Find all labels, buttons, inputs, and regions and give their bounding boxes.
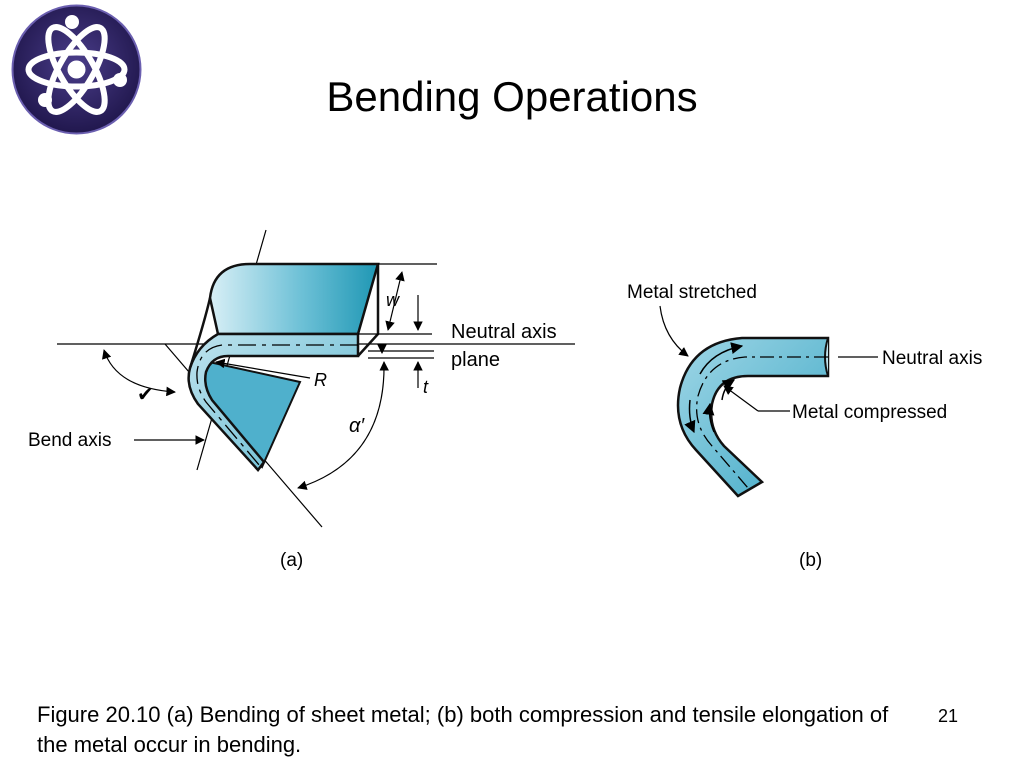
figure-b-label: (b) [799,550,822,571]
small-angle-arc [102,349,176,397]
neutral-axis-label: Neutral axis [882,348,982,369]
bend-axis-label: Bend axis [28,430,111,451]
neutral-axis-dashed [196,344,358,467]
page-number: 21 [938,706,959,726]
checkmark-icon: ✔ [137,384,154,406]
metal-stretched-label: Metal stretched [627,282,757,303]
bent-bar [676,336,830,498]
neutral-axis-plane-label-line2: plane [451,349,500,371]
w-label: w [386,290,400,310]
figure-a-label: (a) [280,550,303,571]
metal-compressed-arrow [723,385,759,412]
metal-compressed-label: Metal compressed [792,402,947,423]
figure-b: Metal stretched Neutral axis Metal compr… [627,282,982,571]
figure-caption: Figure 20.10 (a) Bending of sheet metal;… [37,702,889,757]
bend-angle-label: α′ [349,415,365,437]
neutral-axis-plane-label-line1: Neutral axis [451,321,557,343]
w-dimension-arrow [385,271,405,331]
atom-logo-icon [11,4,142,135]
figure-a: w t Neutral axis plane R α′ Bend axis (a… [28,229,575,571]
t-label: t [423,377,429,397]
radius-label: R [314,370,327,390]
metal-stretched-arrow [659,305,689,357]
sheet-top-face [208,262,380,336]
radius-arrow [215,358,311,379]
slide-title: Bending Operations [326,73,698,120]
neutral-axis-b-dashed [695,356,828,489]
bend-angle-arc [297,361,389,490]
